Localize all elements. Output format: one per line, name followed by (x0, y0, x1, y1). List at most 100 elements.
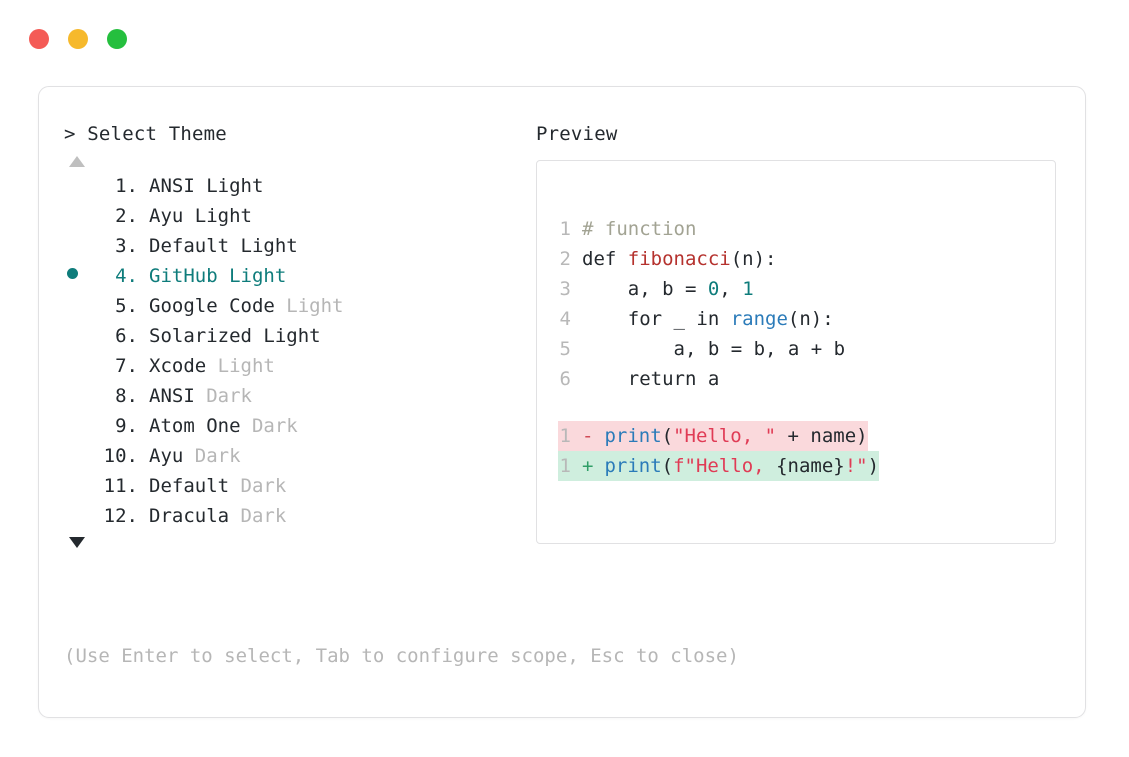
window-traffic-lights (29, 29, 127, 49)
theme-list-item[interactable]: 12. Dracula Dark (64, 501, 534, 531)
theme-item-name: ANSI (149, 175, 195, 197)
code-line-number: 5 (559, 338, 571, 360)
code-line: 5 a, b = b, a + b (558, 334, 879, 364)
theme-list-item[interactable]: 8.ANSI Dark (64, 381, 534, 411)
prompt-caret: > (64, 123, 76, 145)
theme-item-name: Solarized (149, 325, 252, 347)
theme-list-item[interactable]: 7.Xcode Light (64, 351, 534, 381)
code-token: fibonacci (627, 248, 731, 270)
theme-list-item[interactable]: 6.Solarized Light (64, 321, 534, 351)
page-title-text (76, 123, 88, 145)
code-token: range (730, 308, 788, 330)
theme-item-index: 11. (103, 475, 138, 497)
code-token: ) (867, 455, 880, 477)
theme-item-index: 2. (115, 205, 138, 227)
code-token: ( (661, 425, 674, 447)
diff-sign: + (582, 455, 594, 477)
diff-sign: - (582, 425, 594, 447)
code-token: print (604, 425, 662, 447)
theme-item-name: Default (149, 475, 230, 497)
scroll-up-icon[interactable] (69, 156, 85, 167)
code-blank-line (558, 394, 879, 421)
theme-list-item[interactable]: 1. ANSI Light (64, 171, 534, 201)
theme-list-item[interactable]: 4. GitHub Light (64, 261, 534, 291)
preview-title: Preview (536, 123, 618, 145)
close-icon[interactable] (29, 29, 49, 49)
code-token: a, b = (582, 278, 708, 300)
theme-item-index: 12. (103, 505, 138, 527)
code-line-number: 3 (559, 278, 571, 300)
theme-item-name: Atom One (149, 415, 241, 437)
theme-list-item[interactable]: 11. Default Dark (64, 471, 534, 501)
theme-item-variant: Light (194, 175, 264, 197)
theme-item-variant: Dark (183, 445, 241, 467)
theme-item-variant: Dark (240, 415, 298, 437)
theme-item-index: 3. (115, 235, 138, 257)
theme-item-index: 4. (115, 265, 138, 287)
code-token: (n): (787, 308, 834, 330)
theme-item-variant: Dark (229, 505, 287, 527)
code-token: def (582, 248, 628, 270)
theme-item-index: 5. (115, 295, 138, 317)
code-line: 3 a, b = 0, 1 (558, 274, 879, 304)
diff-line-add: 1+print(f"Hello, {name}!") (558, 451, 880, 481)
diff-line-text: print("Hello, " + name) (593, 421, 867, 451)
theme-list-item[interactable]: 2. Ayu Light (64, 201, 534, 231)
theme-item-name: GitHub (149, 265, 218, 287)
code-token: "Hello, " (673, 425, 777, 447)
theme-item-variant: Light (183, 205, 252, 227)
code-line-text: for _ in range(n): (571, 304, 834, 334)
keyboard-hint: (Use Enter to select, Tab to configure s… (64, 645, 739, 667)
theme-list-item[interactable]: 5.Google Code Light (64, 291, 534, 321)
theme-item-name: Google Code (149, 295, 275, 317)
code-token: , (719, 278, 743, 300)
code-token: 0 (707, 278, 720, 300)
theme-item-variant: Dark (229, 475, 287, 497)
page-title: > Select Theme (64, 121, 534, 147)
code-token: print (604, 455, 662, 477)
theme-item-variant: Light (217, 265, 287, 287)
code-token: ( (661, 455, 674, 477)
code-token: !" (844, 455, 868, 477)
code-line: 4 for _ in range(n): (558, 304, 879, 334)
code-token: 1 (742, 278, 754, 300)
theme-item-name: ANSI (149, 385, 195, 407)
code-line-number: 1 (559, 218, 571, 240)
theme-item-variant: Light (251, 325, 321, 347)
theme-list-item[interactable]: 9. Atom One Dark (64, 411, 534, 441)
code-line: 6 return a (558, 364, 879, 394)
theme-item-index: 7. (115, 355, 138, 377)
theme-item-name: Default (149, 235, 230, 257)
code-line-number: 4 (559, 308, 571, 330)
diff-line-number: 1 (559, 455, 571, 477)
code-line: 1 # function (558, 214, 879, 244)
code-token: # function (582, 218, 697, 240)
theme-item-variant: Light (229, 235, 298, 257)
diff-line-number: 1 (559, 425, 571, 447)
theme-item-index: 1. (115, 175, 138, 197)
theme-item-index: 9. (115, 415, 138, 437)
theme-list-item[interactable]: 10.Ayu Dark (64, 441, 534, 471)
theme-item-name: Ayu (149, 205, 184, 227)
theme-list-item[interactable]: 3. Default Light (64, 231, 534, 261)
code-token: for _ in (582, 308, 731, 330)
scroll-down-icon[interactable] (69, 537, 85, 548)
theme-item-variant: Light (206, 355, 275, 377)
code-line-text: a, b = 0, 1 (571, 274, 754, 304)
code-line-number: 6 (559, 368, 571, 390)
code-token: return a (582, 368, 720, 390)
maximize-icon[interactable] (107, 29, 127, 49)
minimize-icon[interactable] (68, 29, 88, 49)
code-line-text: return a (571, 364, 720, 394)
selected-bullet-icon (67, 268, 78, 279)
code-token: f"Hello, (673, 455, 777, 477)
code-token: {name} (776, 455, 845, 477)
diff-line-text: print(f"Hello, {name}!") (593, 451, 879, 481)
theme-item-name: Dracula (149, 505, 230, 527)
